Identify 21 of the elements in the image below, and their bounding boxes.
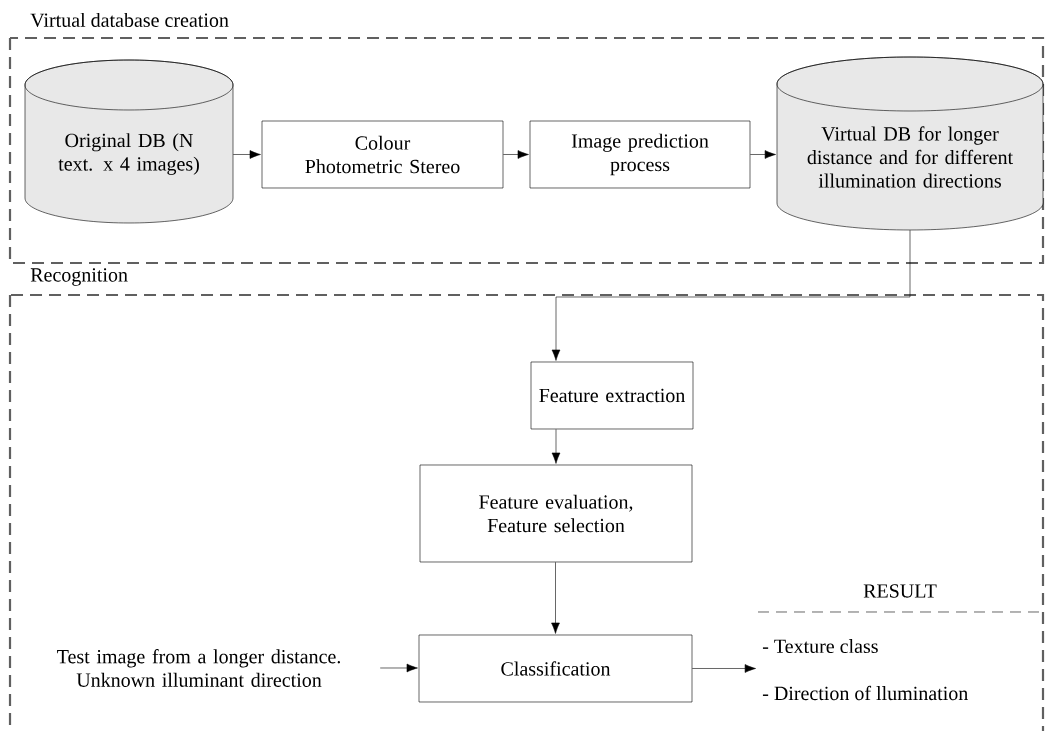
arrow	[503, 150, 529, 159]
database-cylinder: Original DB (N text. x 4 images)	[24, 59, 234, 224]
result-heading: RESULT	[863, 584, 937, 598]
arrow	[692, 664, 756, 673]
process-box: Image prediction process	[529, 120, 751, 189]
arrow	[379, 663, 418, 673]
input-text: Test image from a longer distance. Unknown illuminant direction	[57, 649, 340, 687]
database-cylinder: Virtual DB for longer distance and for different illumination directions	[776, 56, 1044, 231]
arrow	[551, 562, 560, 634]
arrow	[551, 229, 911, 361]
process-box: Feature extraction	[530, 361, 694, 430]
process-box: Feature evaluation, Feature selection	[419, 464, 693, 563]
process-box: Colour Photometric Stereo	[261, 120, 504, 189]
result-item: - Texture class	[762, 638, 878, 653]
arrow	[551, 429, 561, 464]
group-heading: Virtual database creation	[30, 12, 229, 28]
result-item: - Direction of llumination	[762, 685, 968, 701]
group-heading: Recognition	[30, 268, 128, 286]
process-box: Classification	[418, 634, 693, 703]
arrow	[232, 150, 261, 159]
arrow	[750, 150, 776, 159]
